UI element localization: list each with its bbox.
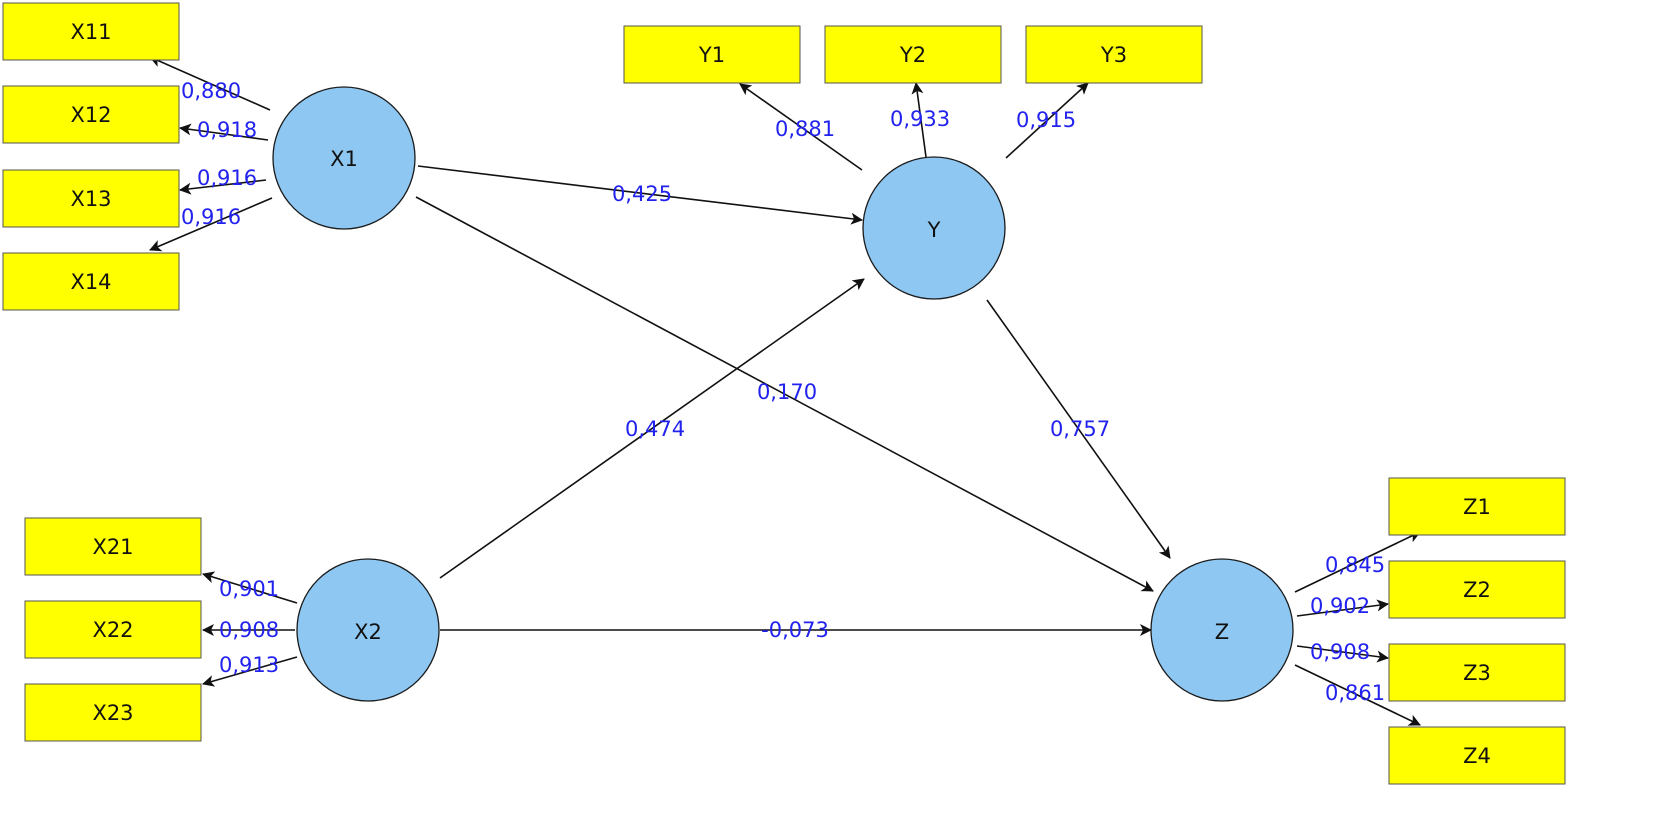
loading-arrow-z-z3: [1296, 645, 1389, 663]
indicator-box-y3: [1025, 25, 1203, 84]
loading-arrow-y-y1: [739, 83, 863, 171]
path-arrow-y-z: [986, 299, 1171, 559]
latent-label-z: Z: [1215, 620, 1229, 644]
indicator-box-x13: [2, 169, 180, 228]
loading-value-x22: 0,908: [219, 618, 279, 642]
indicator-box-z3: [1388, 643, 1566, 702]
loading-value-z4: 0,861: [1325, 681, 1385, 705]
indicator-label-x22: X22: [92, 618, 133, 642]
latent-circle-x1: [272, 86, 416, 230]
indicator-label-x11: X11: [70, 20, 111, 44]
loading-arrow-y-y3: [1005, 82, 1089, 159]
loading-value-z2: 0,902: [1310, 594, 1370, 618]
indicator-label-x21: X21: [92, 535, 133, 559]
indicator-label-z1: Z1: [1463, 495, 1491, 519]
indicator-label-x13: X13: [70, 187, 111, 211]
loading-arrow-x1-x14: [149, 197, 273, 252]
indicator-label-x14: X14: [70, 270, 111, 294]
indicator-box-x23: [24, 683, 202, 742]
path-coefficient-x2-y: 0,474: [625, 417, 685, 441]
loading-value-x12: 0,918: [197, 118, 257, 142]
loading-value-x13: 0,916: [197, 166, 257, 190]
loading-arrow-x1-x11: [149, 55, 271, 111]
loading-value-y1: 0,881: [775, 117, 835, 141]
loading-value-x21: 0,901: [219, 577, 279, 601]
indicator-label-z3: Z3: [1463, 661, 1491, 685]
indicator-box-x12: [2, 85, 180, 144]
indicator-box-x14: [2, 252, 180, 311]
latent-label-x2: X2: [354, 620, 382, 644]
path-coefficient-x1-y: 0,425: [612, 182, 672, 206]
loading-value-x23: 0,913: [219, 653, 279, 677]
path-coefficient-y-z: 0,757: [1050, 417, 1110, 441]
indicator-label-y1: Y1: [698, 43, 725, 67]
indicator-box-z4: [1388, 726, 1566, 785]
indicator-box-x11: [2, 2, 180, 61]
indicator-box-y1: [623, 25, 801, 84]
indicator-label-x23: X23: [92, 701, 133, 725]
loading-arrow-x1-x13: [179, 179, 267, 195]
latent-label-x1: X1: [330, 147, 358, 171]
latent-circle-x2: [296, 558, 440, 702]
indicator-label-z2: Z2: [1463, 578, 1491, 602]
latent-circle-y: [862, 156, 1006, 300]
loading-value-z3: 0,908: [1310, 640, 1370, 664]
loading-value-y3: 0,915: [1016, 108, 1076, 132]
loading-arrow-x1-x12: [179, 123, 269, 141]
indicator-label-y2: Y2: [899, 43, 926, 67]
loading-value-x14: 0,916: [181, 205, 241, 229]
indicator-label-x12: X12: [70, 103, 111, 127]
indicator-box-z1: [1388, 477, 1566, 536]
path-arrow-x1-z: [415, 196, 1154, 592]
indicator-label-z4: Z4: [1463, 744, 1491, 768]
latent-circle-z: [1150, 558, 1294, 702]
loading-arrow-z-z2: [1296, 599, 1389, 617]
loading-value-x11: 0,880: [181, 79, 241, 103]
latent-label-y: Y: [927, 218, 941, 242]
indicator-box-z2: [1388, 560, 1566, 619]
indicator-box-x22: [24, 600, 202, 659]
indicator-box-x21: [24, 517, 202, 576]
loading-arrow-z-z1: [1294, 531, 1421, 593]
loading-value-z1: 0,845: [1325, 553, 1385, 577]
path-arrow-x2-y: [439, 278, 865, 579]
loading-arrow-x2-x23: [202, 656, 298, 687]
loading-arrow-y-y2: [911, 82, 927, 158]
indicator-label-y3: Y3: [1100, 43, 1127, 67]
loading-arrow-z-z4: [1294, 664, 1421, 726]
path-arrow-x1-y: [417, 165, 863, 225]
loading-value-y2: 0,933: [890, 107, 950, 131]
indicator-box-y2: [824, 25, 1002, 84]
path-coefficient-x1-z: 0,170: [757, 380, 817, 404]
loading-arrow-x2-x21: [202, 571, 298, 604]
path-coefficient-x2-z: -0,073: [761, 618, 829, 642]
